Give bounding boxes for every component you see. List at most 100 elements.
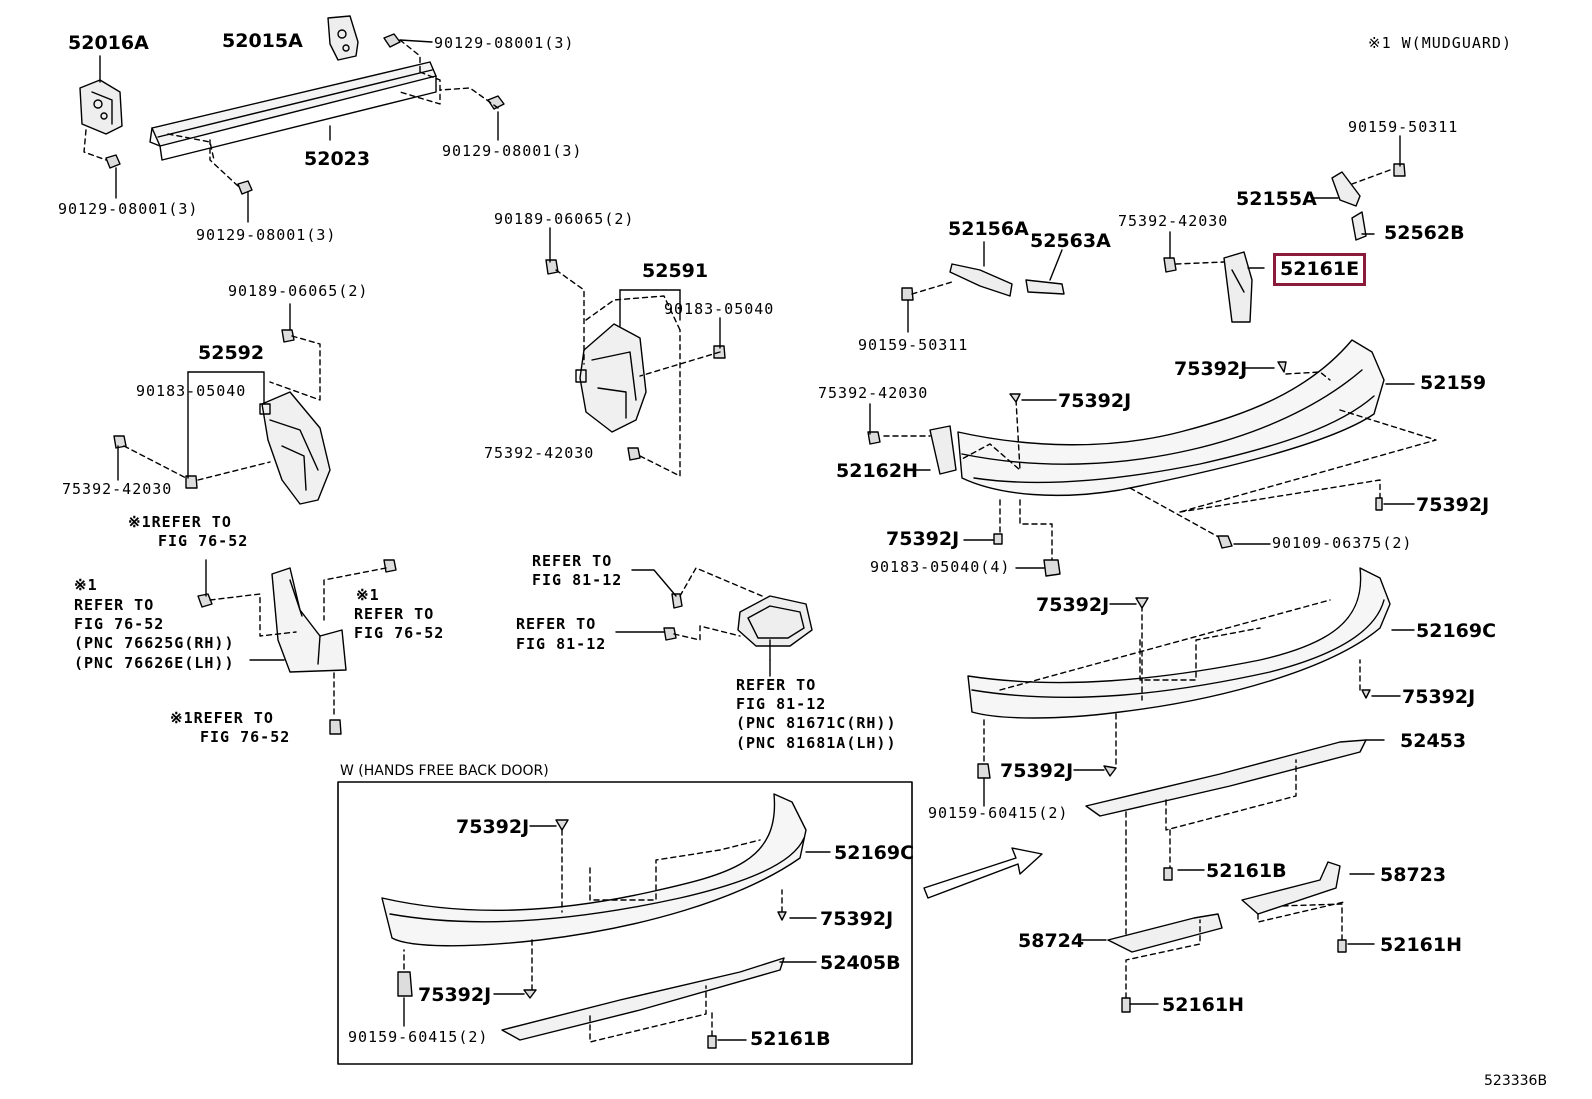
part-label[interactable]: 52155A bbox=[1236, 188, 1317, 210]
part-label[interactable]: 90189-06065(2) bbox=[228, 282, 369, 300]
leader-dashed-cover bbox=[1125, 759, 1297, 941]
reinforcement-beam-52023 bbox=[149, 61, 437, 161]
part-label[interactable]: 90183-05040 bbox=[664, 300, 775, 318]
inset-under-cover bbox=[501, 957, 785, 1041]
clips-left bbox=[113, 329, 295, 489]
reference-note[interactable]: ※1 bbox=[356, 586, 380, 604]
reference-note[interactable]: REFER TO bbox=[74, 596, 155, 614]
part-label[interactable]: 75392J bbox=[1174, 358, 1248, 380]
part-label[interactable]: 52169C bbox=[834, 842, 915, 864]
reference-note[interactable]: FIG 81-12 bbox=[736, 695, 827, 713]
part-label[interactable]: 75392J bbox=[820, 908, 894, 930]
bracket-58724 bbox=[1107, 913, 1223, 953]
part-label[interactable]: 75392J bbox=[1416, 494, 1490, 516]
part-label[interactable]: 90129-08001(3) bbox=[434, 34, 575, 52]
bracket-52015a bbox=[327, 15, 359, 61]
bracket-52592 bbox=[259, 391, 331, 505]
part-label[interactable]: 75392J bbox=[456, 816, 530, 838]
part-label[interactable]: 52015A bbox=[222, 30, 303, 52]
reference-note[interactable]: ※1REFER TO bbox=[128, 513, 232, 531]
part-label[interactable]: 75392-42030 bbox=[1118, 212, 1229, 230]
part-label[interactable]: 52591 bbox=[642, 260, 709, 282]
part-label[interactable]: 52169C bbox=[1416, 620, 1497, 642]
retainer-52156a bbox=[949, 263, 1065, 297]
part-label[interactable]: 52159 bbox=[1420, 372, 1487, 394]
part-label[interactable]: 58723 bbox=[1380, 864, 1447, 886]
part-label[interactable]: 75392J bbox=[1402, 686, 1476, 708]
reference-note[interactable]: ※1REFER TO bbox=[170, 709, 274, 727]
reference-note[interactable]: (PNC 81681A(LH)) bbox=[736, 734, 897, 752]
part-label[interactable]: 75392J bbox=[1036, 594, 1110, 616]
bracket-52591 bbox=[575, 323, 647, 433]
reference-note[interactable]: FIG 81-12 bbox=[516, 635, 607, 653]
part-label[interactable]: 52161B bbox=[750, 1028, 831, 1050]
fasteners-bottom-right bbox=[1121, 867, 1347, 1013]
leader-dashed-mudguard bbox=[209, 567, 387, 715]
leader-lines-bottom-right bbox=[1081, 873, 1375, 1005]
reference-note[interactable]: REFER TO bbox=[354, 605, 435, 623]
part-label[interactable]: 52405B bbox=[820, 952, 901, 974]
reference-note[interactable]: REFER TO bbox=[532, 552, 613, 570]
leader-dashed-lower bbox=[983, 599, 1361, 767]
part-label[interactable]: 52562B bbox=[1384, 222, 1465, 244]
reference-note[interactable]: FIG 76-52 bbox=[158, 532, 249, 550]
part-label[interactable]: 90129-08001(3) bbox=[442, 142, 583, 160]
reference-note[interactable]: FIG 76-52 bbox=[74, 615, 165, 633]
reference-note[interactable]: REFER TO bbox=[736, 676, 817, 694]
part-label[interactable]: 52016A bbox=[68, 32, 149, 54]
fasteners-reflector bbox=[663, 593, 683, 641]
part-label[interactable]: 90159-50311 bbox=[1348, 118, 1459, 136]
mudguard-legend: ※1 W(MUDGUARD) bbox=[1368, 34, 1512, 52]
reference-note[interactable]: FIG 76-52 bbox=[354, 624, 445, 642]
part-label[interactable]: 52161B bbox=[1206, 860, 1287, 882]
reference-note[interactable]: ※1 bbox=[74, 576, 98, 594]
fasteners-bumper bbox=[867, 361, 1383, 577]
part-label[interactable]: 52592 bbox=[198, 342, 265, 364]
part-label[interactable]: 75392-42030 bbox=[818, 384, 929, 402]
part-label[interactable]: 75392J bbox=[1000, 760, 1074, 782]
bracket-52016a bbox=[79, 79, 123, 135]
reference-note[interactable]: REFER TO bbox=[516, 615, 597, 633]
part-label[interactable]: 90189-06065(2) bbox=[494, 210, 635, 228]
part-label[interactable]: 52453 bbox=[1400, 730, 1467, 752]
mudguard bbox=[271, 567, 347, 673]
part-label[interactable]: 90129-08001(3) bbox=[196, 226, 337, 244]
part-label[interactable]: 75392J bbox=[1058, 390, 1132, 412]
reference-note[interactable]: FIG 76-52 bbox=[200, 728, 291, 746]
leader-dashed-left bbox=[123, 335, 321, 481]
direction-arrow bbox=[923, 847, 1043, 899]
part-label[interactable]: 58724 bbox=[1018, 930, 1085, 952]
part-label[interactable]: 52162H bbox=[836, 460, 919, 482]
part-label[interactable]: 90183-05040 bbox=[136, 382, 247, 400]
leader-dashed-tl bbox=[83, 39, 499, 187]
part-label[interactable]: 90159-60415(2) bbox=[348, 1028, 489, 1046]
leader-lines-inset bbox=[403, 825, 831, 1041]
part-label-highlighted[interactable]: 52161E bbox=[1272, 253, 1367, 286]
part-label[interactable]: 75392-42030 bbox=[484, 444, 595, 462]
leader-lines-center bbox=[549, 227, 721, 349]
reference-note[interactable]: FIG 81-12 bbox=[532, 571, 623, 589]
leader-lines-right-top bbox=[907, 135, 1401, 333]
leader-lines-tl bbox=[99, 39, 499, 223]
reference-note[interactable]: (PNC 81671C(RH)) bbox=[736, 714, 897, 732]
part-label[interactable]: 52161H bbox=[1162, 994, 1245, 1016]
part-label[interactable]: 90129-08001(3) bbox=[58, 200, 199, 218]
part-label[interactable]: 75392J bbox=[886, 528, 960, 550]
part-label[interactable]: 52156A bbox=[948, 218, 1029, 240]
bracket-52155a bbox=[1331, 171, 1367, 241]
part-label[interactable]: 90109-06375(2) bbox=[1272, 534, 1413, 552]
part-label[interactable]: 75392J bbox=[418, 984, 492, 1006]
fasteners-lower bbox=[977, 597, 1371, 779]
part-label[interactable]: 90183-05040(4) bbox=[870, 558, 1011, 576]
part-label[interactable]: 90159-50311 bbox=[858, 336, 969, 354]
part-label[interactable]: 52563A bbox=[1030, 230, 1111, 252]
part-label[interactable]: 90159-60415(2) bbox=[928, 804, 1069, 822]
part-label[interactable]: 75392-42030 bbox=[62, 480, 173, 498]
part-label[interactable]: 52023 bbox=[304, 148, 371, 170]
reference-note[interactable]: (PNC 76626E(LH)) bbox=[74, 654, 235, 672]
bolts-90129 bbox=[105, 33, 505, 195]
leader-dashed-center bbox=[555, 269, 721, 477]
part-label[interactable]: 52161H bbox=[1380, 934, 1463, 956]
reference-note[interactable]: (PNC 76625G(RH)) bbox=[74, 634, 235, 652]
